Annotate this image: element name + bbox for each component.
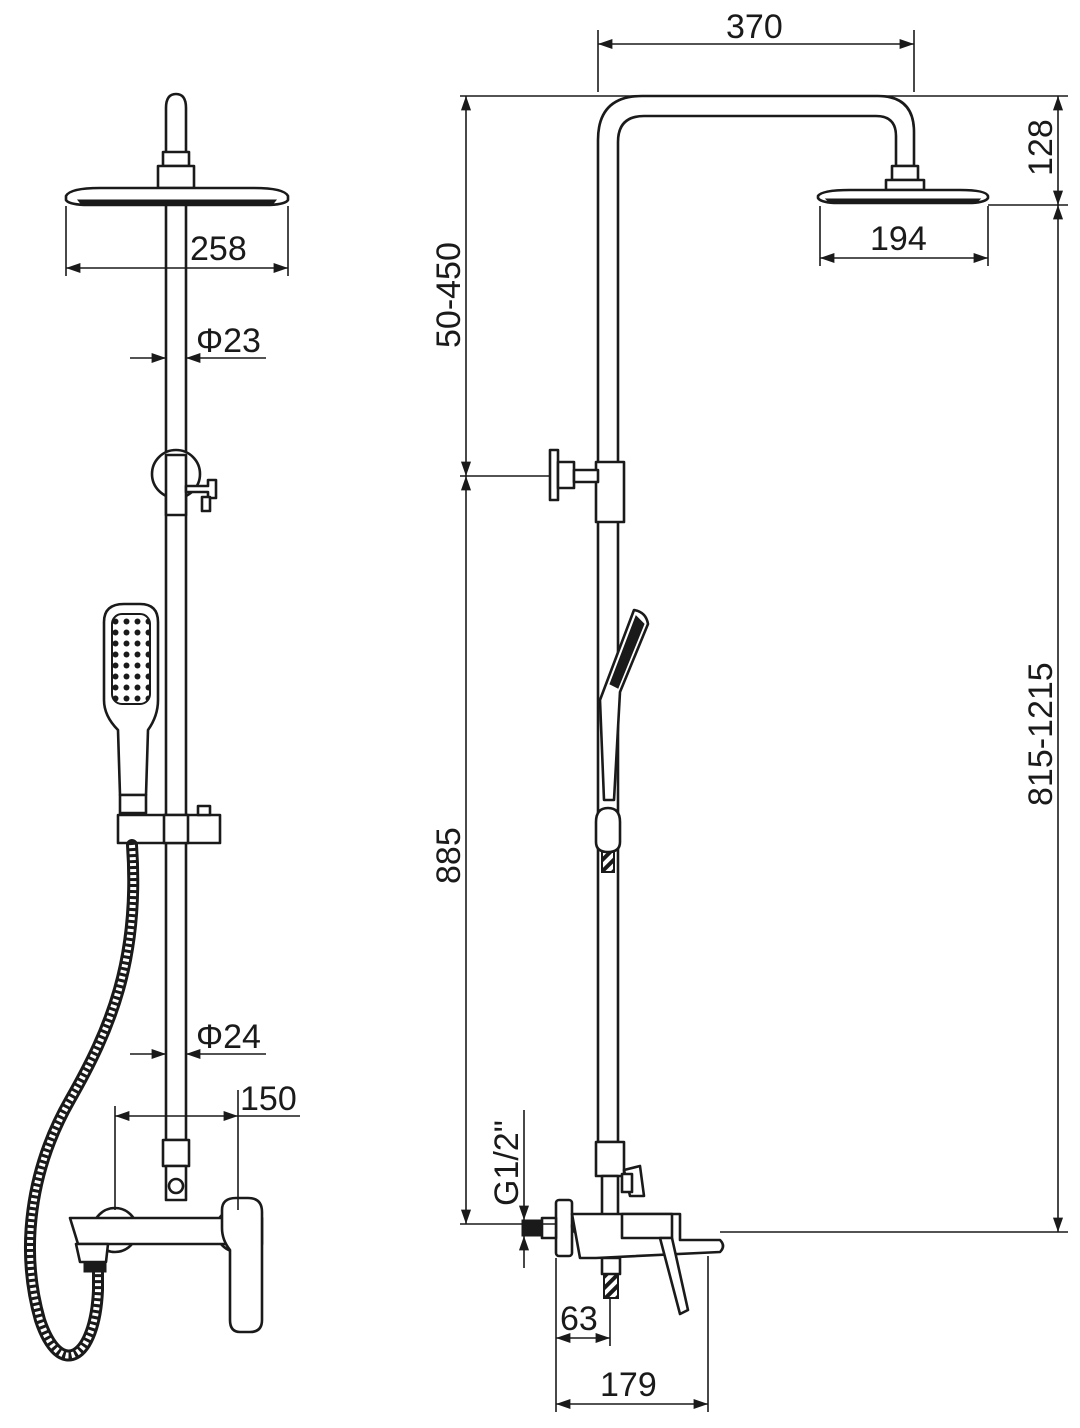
front-hose-nut: [83, 1261, 107, 1273]
dim-pipe-diameter-lower: Φ24: [196, 1018, 261, 1056]
front-hose-coil: [27, 844, 137, 1359]
dim-mixer-depth: 179: [600, 1366, 657, 1404]
dim-mixer-centers: 150: [240, 1080, 297, 1118]
side-hose-stub: [601, 851, 615, 873]
front-slide-button: [196, 804, 212, 817]
side-hand-shower: [598, 608, 650, 802]
side-slide-holder: [594, 806, 622, 854]
side-dimensions: 370 128 194 815-1215 50-450 885 G1/2" 63: [430, 8, 1068, 1412]
front-hand-shower-spray-face: [111, 613, 151, 705]
front-dimensions: 258 Φ23 Φ24 150: [65, 206, 300, 1210]
side-collar: [594, 460, 626, 524]
dim-head-width: 258: [190, 230, 247, 268]
side-head-nut-2: [884, 178, 926, 192]
front-bracket-sleeve: [164, 453, 188, 517]
side-head-nut-1: [890, 164, 920, 182]
side-riser-base: [600, 1174, 620, 1218]
front-mixer-outlet: [74, 1242, 110, 1264]
side-bracket-arm: [572, 468, 600, 484]
side-lower-coupling: [594, 1140, 626, 1178]
front-lever-handle: [220, 1196, 264, 1334]
dim-inlet-thread: G1/2": [488, 1120, 526, 1206]
front-hose-outline: [24, 839, 140, 1362]
side-diverter-stem: [620, 1172, 634, 1194]
front-hand-shower-neck: [118, 793, 148, 815]
side-wall-flange: [554, 1198, 574, 1258]
front-riser-pipe: [164, 203, 188, 1142]
front-arm-nut-1: [161, 150, 191, 168]
side-eccentric: [540, 1216, 558, 1240]
front-lower-coupling: [161, 1138, 191, 1168]
side-view: [521, 94, 990, 1316]
front-rain-head-face: [76, 199, 278, 206]
dim-height-adjust: 50-450: [430, 242, 468, 348]
front-slide-clamp: [162, 813, 190, 845]
dim-total-height: 815-1215: [1022, 662, 1060, 806]
dim-head-drop: 128: [1022, 119, 1060, 176]
front-arm-nut-2: [156, 164, 196, 190]
dim-pipe-diameter-upper: Φ23: [196, 322, 261, 360]
front-bracket-knob: [184, 478, 218, 500]
front-arm-top: [164, 92, 188, 170]
front-diverter-knob: [167, 1177, 185, 1195]
front-bracket-screw: [200, 495, 212, 513]
dim-arm-reach: 370: [726, 8, 783, 46]
side-hose-outlet: [603, 1273, 619, 1299]
side-mixer-cartridge: [620, 1212, 674, 1240]
side-inlet-thread: [521, 1219, 543, 1237]
side-bracket-boss: [556, 460, 576, 490]
side-outlet: [600, 1256, 622, 1276]
side-hand-shower-face: [609, 615, 645, 689]
side-lever: [658, 1236, 690, 1316]
dim-inlet-depth: 63: [560, 1300, 598, 1338]
dim-lower-height: 885: [430, 827, 468, 884]
front-view: [24, 92, 290, 1362]
side-rain-head-face: [824, 198, 982, 204]
dim-side-head-width: 194: [870, 220, 927, 258]
